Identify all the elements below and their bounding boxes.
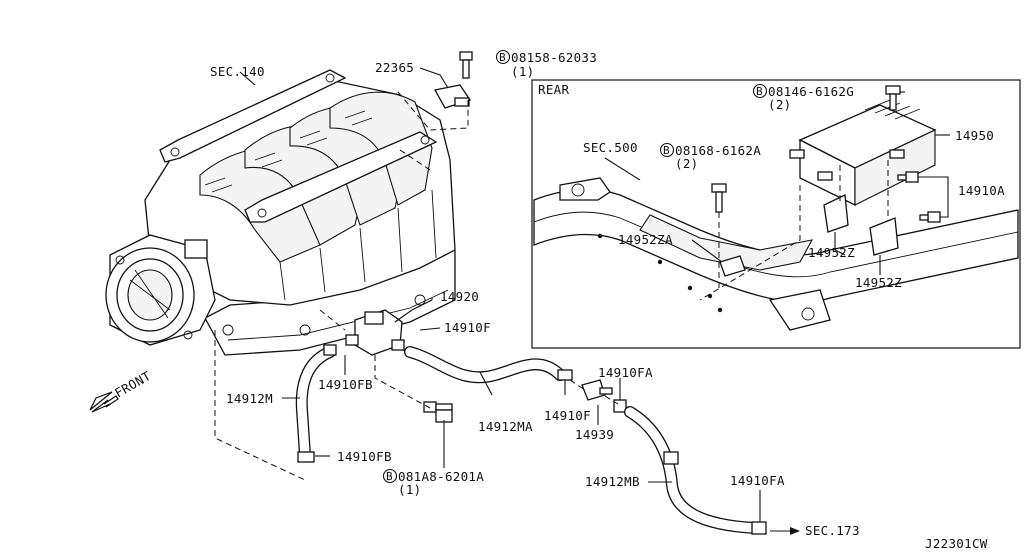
label-08146-qty: (2) xyxy=(768,97,791,112)
sensor-22365 xyxy=(397,51,473,131)
label-14952ZA: 14952ZA xyxy=(618,232,673,247)
bolt-marker-icon: B xyxy=(659,142,675,158)
bolt-08146 xyxy=(885,85,901,111)
label-14952Z-2: 14952Z xyxy=(855,275,902,290)
label-sec173: SEC.173 xyxy=(805,523,860,538)
label-rear: REAR xyxy=(538,82,569,97)
label-14910FB-2: 14910FB xyxy=(337,449,392,464)
front-arrow-icon xyxy=(89,391,119,413)
canister-14950 xyxy=(789,99,937,207)
label-14912MA: 14912MA xyxy=(478,419,533,434)
label-14950: 14950 xyxy=(955,128,994,143)
bolt-marker-icon: B xyxy=(382,468,398,484)
svg-text:B: B xyxy=(499,51,506,64)
svg-text:B: B xyxy=(756,85,763,98)
label-14939: 14939 xyxy=(575,427,614,442)
label-08158-qty: (1) xyxy=(511,64,534,79)
valve-14920 xyxy=(345,299,433,356)
label-22365: 22365 xyxy=(375,60,414,75)
label-14910F-1: 14910F xyxy=(444,320,491,335)
svg-text:B: B xyxy=(386,470,393,483)
connector-14939 xyxy=(581,379,627,413)
sec173-arrow-icon xyxy=(770,527,800,535)
label-14912M: 14912M xyxy=(226,391,273,406)
svg-text:B: B xyxy=(663,144,670,157)
label-14910FA-1: 14910FA xyxy=(598,365,653,380)
label-14910F-2: 14910F xyxy=(544,408,591,423)
label-14920: 14920 xyxy=(440,289,479,304)
intake-manifold xyxy=(105,69,456,356)
label-08168-qty: (2) xyxy=(675,156,698,171)
label-08168-6162A: 08168-6162A xyxy=(675,143,761,158)
label-081A8-6201A: 081A8-6201A xyxy=(398,469,484,484)
bolt-081A8 xyxy=(423,401,453,423)
bolt-marker-icon: B xyxy=(495,49,511,65)
hose-14912MB xyxy=(624,406,767,535)
label-08146-6162G: 08146-6162G xyxy=(768,84,854,99)
rear-inset-box xyxy=(531,79,1021,349)
bolt-08168 xyxy=(711,183,727,213)
hose-14912M xyxy=(295,344,337,463)
label-14912MB: 14912MB xyxy=(585,474,640,489)
label-14910FB-1: 14910FB xyxy=(318,377,373,392)
label-sec140: SEC.140 xyxy=(210,64,265,79)
bolt-marker-icon: B xyxy=(752,83,768,99)
label-081A8-qty: (1) xyxy=(398,482,421,497)
label-14910FA-2: 14910FA xyxy=(730,473,785,488)
label-front: FRONT xyxy=(112,368,154,401)
label-14952Z-1: 14952Z xyxy=(808,245,855,260)
label-14910A: 14910A xyxy=(958,183,1005,198)
label-08158-62033: 08158-62033 xyxy=(511,50,597,65)
hose-14912MA xyxy=(404,346,573,384)
label-sec500: SEC.500 xyxy=(583,140,638,155)
diagram-id: J22301CW xyxy=(925,536,988,551)
